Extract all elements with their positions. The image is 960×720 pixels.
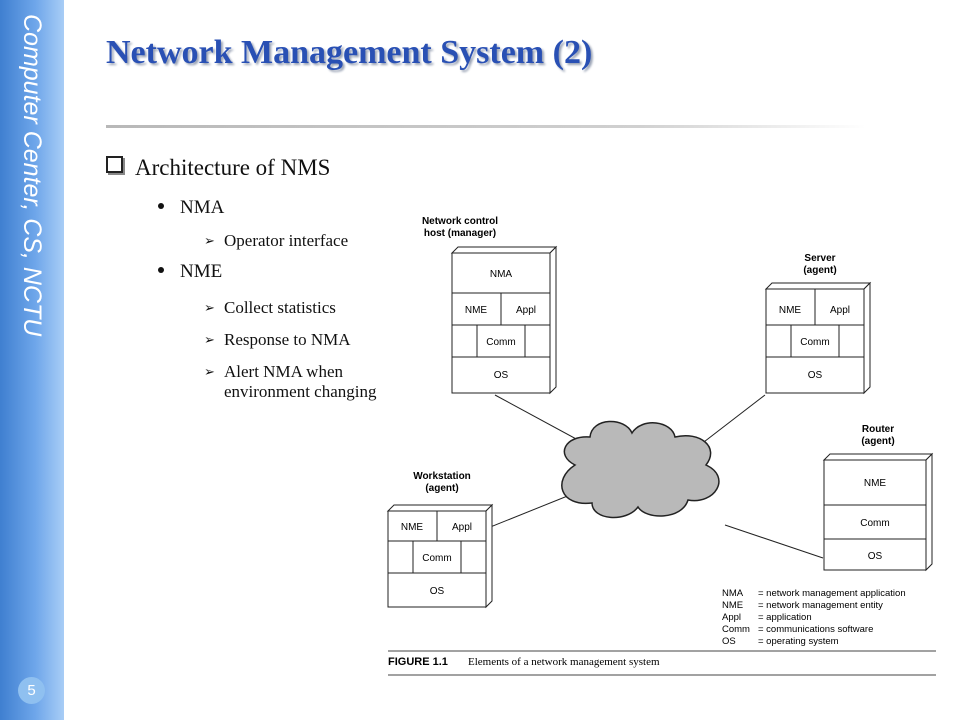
- legend-def: = application: [758, 612, 812, 623]
- bullet-item-label: NMA: [180, 197, 225, 218]
- legend: NMA = network management application NME…: [722, 588, 906, 647]
- sub-bullet-text: Alert NMA when: [224, 362, 343, 381]
- network-cloud-icon: [561, 420, 720, 519]
- router-comm-label: Comm: [860, 518, 889, 529]
- router-os-label: OS: [868, 551, 883, 562]
- link-router-cloud: [724, 524, 824, 559]
- server-comm-label: Comm: [800, 337, 829, 348]
- sidebar: [0, 0, 64, 720]
- server-nme-label: NME: [779, 305, 802, 316]
- bullet-heading-text: Architecture of NMS: [135, 155, 331, 180]
- arrow-bullet-icon: ➢: [204, 233, 215, 248]
- workstation-os-label: OS: [430, 586, 445, 597]
- workstation-host: Workstation (agent) NME Appl Comm OS: [386, 471, 494, 609]
- legend-abbr: NMA: [722, 588, 744, 599]
- server-appl-label: Appl: [830, 305, 850, 316]
- manager-host: Network control host (manager) NMA NME A…: [422, 216, 558, 395]
- router-host: Router (agent) NME Comm OS: [822, 424, 934, 572]
- legend-abbr: Appl: [722, 612, 741, 623]
- sub-bullet-continuation: environment changing: [224, 382, 377, 401]
- title-divider: [106, 125, 866, 128]
- manager-comm-label: Comm: [486, 337, 515, 348]
- sub-bullet-text: Response to NMA: [224, 330, 351, 349]
- dot-bullet-icon: [158, 267, 164, 273]
- page-number-badge: 5: [18, 677, 45, 704]
- sidebar-title: Computer Center, CS, NCTU: [18, 14, 46, 337]
- manager-nme-label: NME: [465, 305, 488, 316]
- sub-bullet-text: Collect statistics: [224, 298, 336, 317]
- arrow-bullet-icon: ➢: [204, 364, 215, 379]
- manager-title-2: host (manager): [424, 228, 496, 239]
- server-title-1: Server: [804, 253, 835, 264]
- sub-bullet-item: ➢ Collect statistics: [204, 298, 336, 318]
- legend-def: = network management entity: [758, 600, 883, 611]
- server-title-2: (agent): [803, 265, 836, 276]
- manager-nma-label: NMA: [490, 269, 513, 280]
- figure-caption-text: Elements of a network management system: [468, 656, 660, 668]
- server-host: Server (agent) NME Appl Comm OS: [764, 253, 872, 395]
- router-title-1: Router: [862, 424, 894, 435]
- workstation-title-1: Workstation: [413, 471, 471, 482]
- legend-abbr: NME: [722, 600, 743, 611]
- bullet-heading: Architecture of NMS: [106, 155, 330, 181]
- sub-bullet-text: Operator interface: [224, 231, 349, 250]
- manager-title-1: Network control: [422, 216, 498, 227]
- bullet-item-label: NME: [180, 261, 223, 282]
- link-server-cloud: [699, 394, 766, 446]
- arrow-bullet-icon: ➢: [204, 332, 215, 347]
- bullet-item: NMA: [158, 197, 224, 219]
- network-diagram: Network control host (manager) NMA NME A…: [386, 216, 936, 676]
- sub-bullet-item: ➢ Operator interface: [204, 231, 348, 251]
- legend-abbr: OS: [722, 636, 736, 647]
- arrow-bullet-icon: ➢: [204, 300, 215, 315]
- bullet-item: NME: [158, 261, 222, 283]
- manager-os-label: OS: [494, 370, 509, 381]
- workstation-comm-label: Comm: [422, 553, 451, 564]
- manager-appl-label: Appl: [516, 305, 536, 316]
- checkbox-bullet-icon: [106, 156, 123, 173]
- sub-bullet-item: ➢ Alert NMA when environment changing: [204, 362, 377, 402]
- workstation-nme-label: NME: [401, 522, 424, 533]
- legend-abbr: Comm: [722, 624, 750, 635]
- workstation-appl-label: Appl: [452, 522, 472, 533]
- legend-def: = communications software: [758, 624, 873, 635]
- legend-def: = network management application: [758, 588, 906, 599]
- server-os-label: OS: [808, 370, 823, 381]
- dot-bullet-icon: [158, 203, 164, 209]
- legend-def: = operating system: [758, 636, 839, 647]
- sub-bullet-item: ➢ Response to NMA: [204, 330, 351, 350]
- router-nme-label: NME: [864, 478, 887, 489]
- figure-caption-label: FIGURE 1.1: [388, 656, 448, 668]
- router-title-2: (agent): [861, 436, 894, 447]
- slide-title: Network Management System (2): [106, 34, 593, 71]
- workstation-title-2: (agent): [425, 483, 458, 494]
